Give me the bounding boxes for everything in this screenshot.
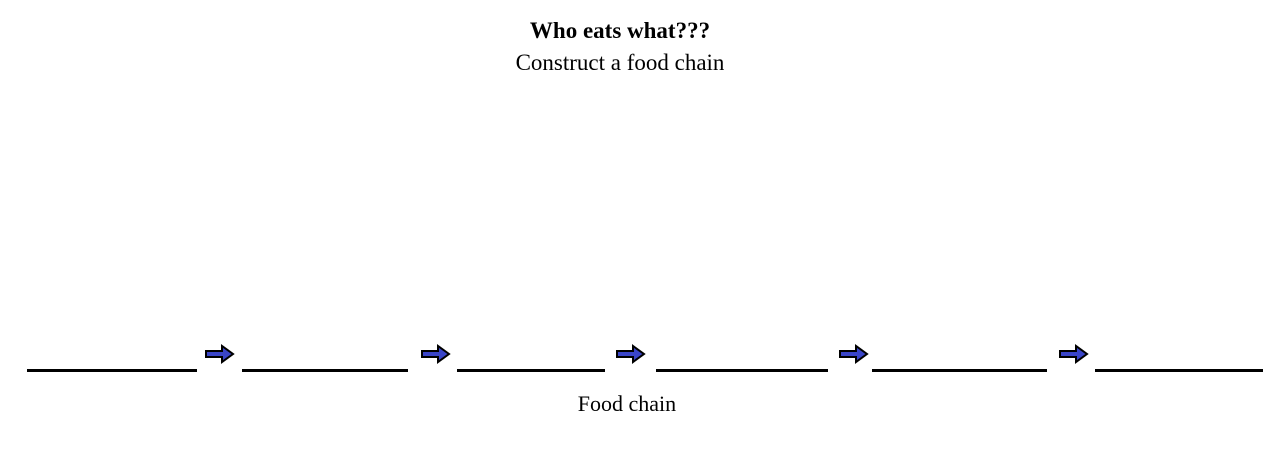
right-arrow-icon xyxy=(1059,344,1089,364)
heading-block: Who eats what??? Construct a food chain xyxy=(0,15,1240,79)
right-arrow-icon xyxy=(616,344,646,364)
right-arrow-shape xyxy=(839,344,869,364)
page-subtitle: Construct a food chain xyxy=(515,50,725,75)
food-chain-blank-6[interactable] xyxy=(1095,369,1263,372)
food-chain-blank-2[interactable] xyxy=(242,369,408,372)
food-chain-blank-3[interactable] xyxy=(457,369,605,372)
page-title: Who eats what??? xyxy=(529,18,711,43)
right-arrow-shape xyxy=(616,344,646,364)
right-arrow-icon xyxy=(421,344,451,364)
food-chain-blank-1[interactable] xyxy=(27,369,197,372)
right-arrow-icon xyxy=(839,344,869,364)
food-chain-blank-4[interactable] xyxy=(656,369,828,372)
right-arrow-shape xyxy=(205,344,235,364)
right-arrow-icon xyxy=(205,344,235,364)
food-chain-caption: Food chain xyxy=(577,391,677,416)
right-arrow-shape xyxy=(421,344,451,364)
right-arrow-shape xyxy=(1059,344,1089,364)
food-chain-blank-5[interactable] xyxy=(872,369,1047,372)
